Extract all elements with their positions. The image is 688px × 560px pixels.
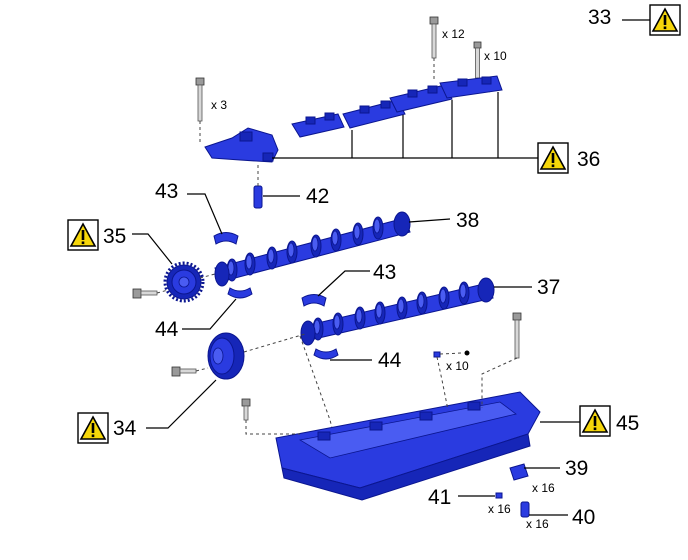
sprocket-34 <box>146 332 306 429</box>
caution-warning-icon <box>77 412 109 444</box>
callout-36: 36 <box>577 148 600 171</box>
bearing-44-lower <box>313 348 372 361</box>
callout-45: 45 <box>616 412 639 435</box>
callout-44: 44 <box>378 349 402 372</box>
bearing-43-upper <box>187 193 239 245</box>
part-39 <box>509 463 560 481</box>
callout-33: 33 <box>588 6 611 29</box>
sprocket-bolt <box>132 288 169 299</box>
quantity-label: x 3 <box>211 98 227 112</box>
camshaft-38 <box>214 211 451 287</box>
bearing-44-upper <box>182 287 253 330</box>
callout-42: 42 <box>306 185 329 208</box>
bolt-x12 <box>429 16 439 80</box>
caution-warning-icon <box>537 142 569 174</box>
part-42 <box>253 165 300 209</box>
caution-warning-icon <box>649 4 681 36</box>
camshaft-bearing-cap-front <box>204 127 279 163</box>
callout-38: 38 <box>456 209 479 232</box>
part-40 <box>520 501 568 518</box>
quantity-label: x 10 <box>484 49 507 63</box>
callout-43: 43 <box>373 261 396 284</box>
quantity-label: x 16 <box>526 517 549 531</box>
part-41 <box>458 492 503 499</box>
caution-warning-icon <box>579 405 611 437</box>
quantity-label: x 12 <box>442 27 465 41</box>
caution-warning-icon <box>67 219 99 251</box>
callout-34: 34 <box>113 417 137 440</box>
callout-40: 40 <box>572 506 595 529</box>
bolt-x3 <box>195 77 205 142</box>
head-bolt-right <box>481 312 522 408</box>
leader-36 <box>272 92 538 159</box>
camshaft-37 <box>300 277 532 346</box>
head-bolt-left <box>241 398 300 435</box>
quantity-label: x 10 <box>446 359 469 373</box>
sprocket-bolt-34 <box>171 366 209 377</box>
callout-44: 44 <box>155 318 179 341</box>
callout-35: 35 <box>103 225 126 248</box>
camshaft-bearing-cap <box>342 99 406 129</box>
callout-39: 39 <box>565 457 588 480</box>
callout-41: 41 <box>428 486 451 509</box>
camshaft-bearing-cap <box>291 112 345 138</box>
camshaft-bearing-cap <box>439 75 503 99</box>
plug-x10 <box>433 350 470 411</box>
callout-43: 43 <box>155 180 178 203</box>
bearing-43-lower <box>301 270 370 307</box>
quantity-label: x 16 <box>488 502 511 516</box>
camshaft-bearing-cap <box>389 84 453 113</box>
callout-37: 37 <box>537 276 560 299</box>
cylinder-head-45 <box>275 391 580 501</box>
quantity-label: x 16 <box>532 481 555 495</box>
sprocket-35 <box>132 233 216 303</box>
